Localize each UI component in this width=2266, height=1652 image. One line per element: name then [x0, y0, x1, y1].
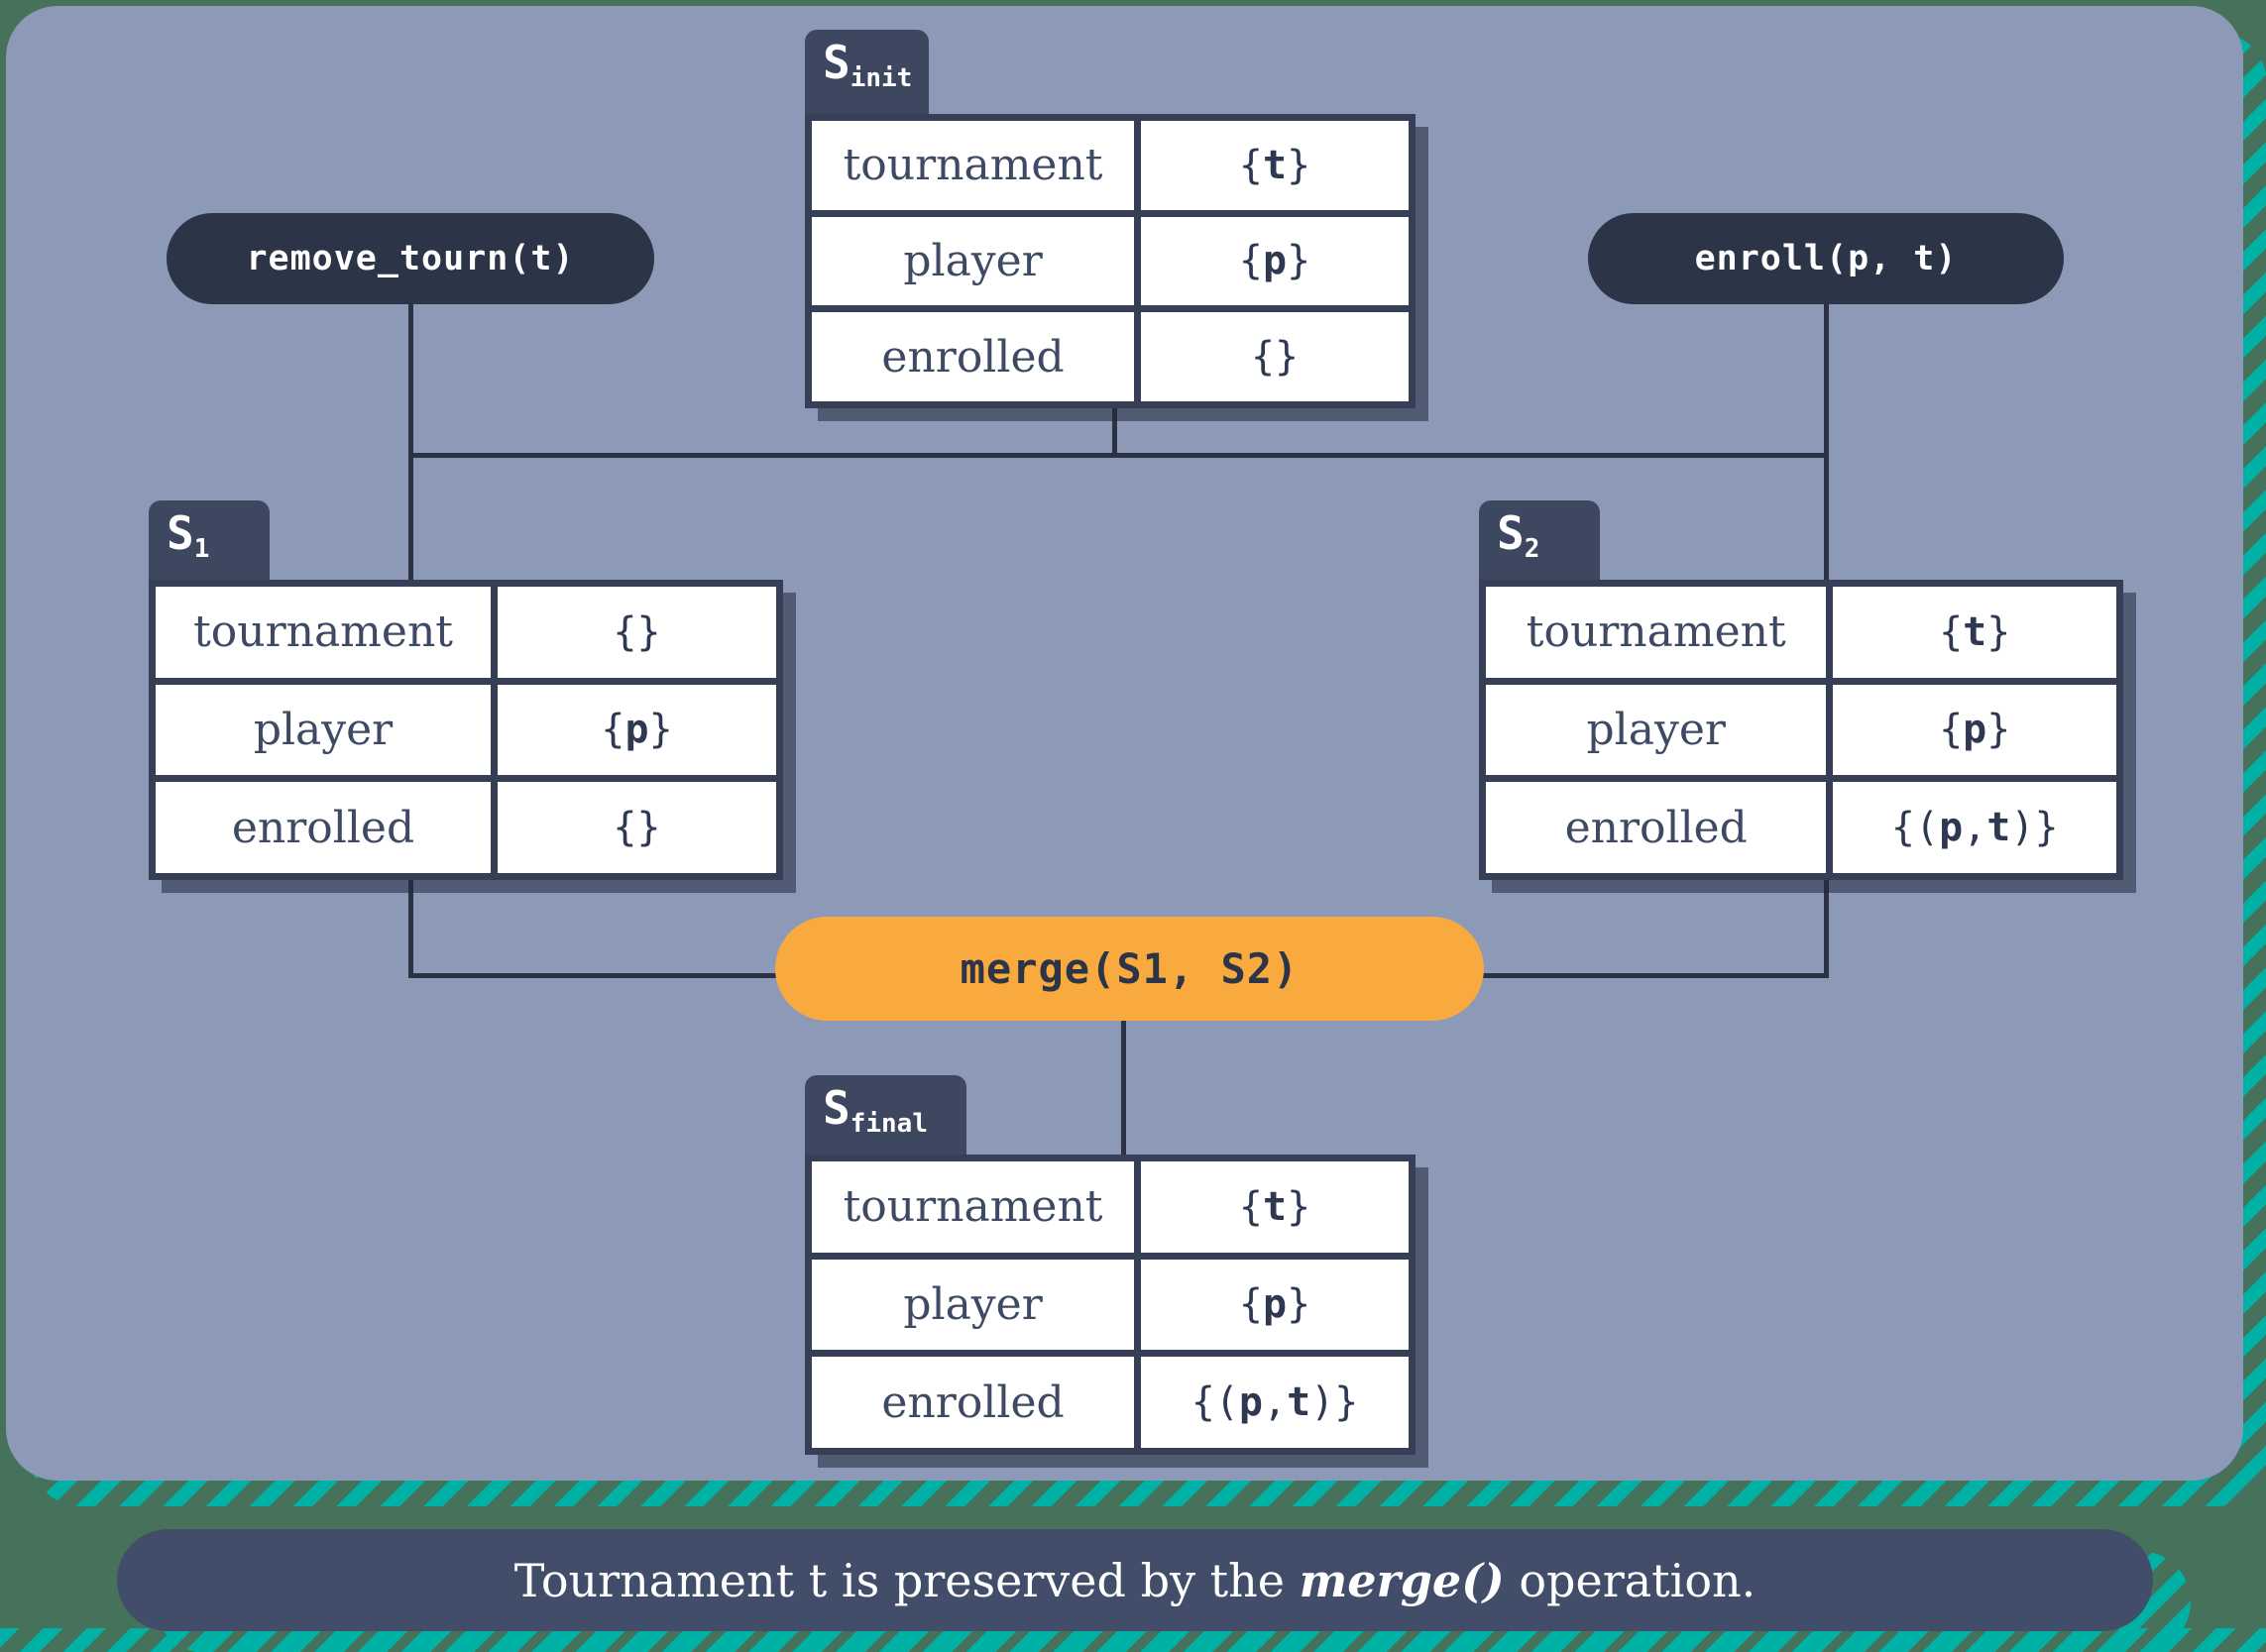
table-cell-value: {p}	[498, 684, 776, 776]
connector-sinit-to-bus	[1112, 408, 1117, 458]
connector-merge-to-sfinal	[1121, 1021, 1126, 1157]
caption-text-prefix: Tournament t is preserved by the	[513, 1553, 1300, 1607]
table-cell-label: player	[156, 684, 492, 776]
state-table-s1: tournament {} player {p} enrolled {}	[149, 580, 783, 880]
table-cell-label: player	[1486, 684, 1827, 776]
state-tab-s-init-main: S	[823, 36, 850, 89]
operation-merge: merge(S1, S2)	[775, 917, 1484, 1021]
state-tab-s1-sub: 1	[193, 534, 210, 564]
table-cell-label: tournament	[1486, 587, 1827, 678]
connector-bus-to-s2	[1824, 458, 1829, 582]
table-cell-value: {t}	[1141, 121, 1409, 210]
table-cell-label: player	[812, 1259, 1135, 1351]
caption-bar: Tournament t is preserved by the merge()…	[117, 1529, 2153, 1631]
table-cell-label: enrolled	[812, 312, 1135, 401]
connector-bus-to-s1	[408, 458, 413, 582]
table-cell-value: {(p, t)}	[1141, 1357, 1409, 1448]
state-tab-s-final-main: S	[823, 1081, 850, 1135]
connector-s1-down	[408, 878, 413, 978]
table-cell-value: {t}	[1833, 587, 2116, 678]
state-table-s2: tournament {t} player {p} enrolled {(p, …	[1479, 580, 2123, 880]
table-cell-label: player	[812, 216, 1135, 306]
table-cell-label: enrolled	[812, 1357, 1135, 1448]
connector-s2-down	[1824, 878, 1829, 978]
state-tab-s-init-sub: init	[850, 63, 913, 93]
state-tab-s-final-sub: final	[850, 1109, 928, 1139]
operation-remove-tourn-label: remove_tourn(t)	[246, 239, 575, 278]
operation-enroll: enroll(p, t)	[1588, 213, 2064, 304]
state-table-s-final: tournament {t} player {p} enrolled {(p, …	[805, 1155, 1416, 1455]
operation-enroll-label: enroll(p, t)	[1694, 239, 1958, 278]
state-tab-s2-main: S	[1497, 506, 1525, 560]
table-cell-value: {}	[498, 782, 776, 873]
table-cell-label: tournament	[156, 587, 492, 678]
table-cell-label: tournament	[812, 1161, 1135, 1253]
table-cell-value: {}	[498, 587, 776, 678]
operation-remove-tourn: remove_tourn(t)	[167, 213, 654, 304]
connector-remove-to-bus	[408, 304, 413, 458]
caption-text-suffix: operation.	[1504, 1553, 1756, 1607]
table-cell-value: {p}	[1141, 1259, 1409, 1351]
table-cell-value: {(p, t)}	[1833, 782, 2116, 873]
state-table-s-init: tournament {t} player {p} enrolled {}	[805, 114, 1416, 408]
connector-bus-horizontal	[408, 453, 1829, 458]
table-cell-value: {}	[1141, 312, 1409, 401]
operation-merge-label: merge(S1, S2)	[960, 944, 1300, 993]
connector-s1-to-merge	[408, 973, 785, 978]
connector-enroll-to-bus	[1824, 304, 1829, 458]
caption-text-highlight: merge()	[1299, 1553, 1505, 1607]
state-tab-s2-sub: 2	[1524, 534, 1540, 564]
table-cell-value: {t}	[1141, 1161, 1409, 1253]
table-cell-label: enrolled	[1486, 782, 1827, 873]
table-cell-value: {p}	[1141, 216, 1409, 306]
connector-s2-to-merge	[1477, 973, 1829, 978]
table-cell-label: enrolled	[156, 782, 492, 873]
table-cell-label: tournament	[812, 121, 1135, 210]
state-tab-s1-main: S	[167, 506, 194, 560]
table-cell-value: {p}	[1833, 684, 2116, 776]
